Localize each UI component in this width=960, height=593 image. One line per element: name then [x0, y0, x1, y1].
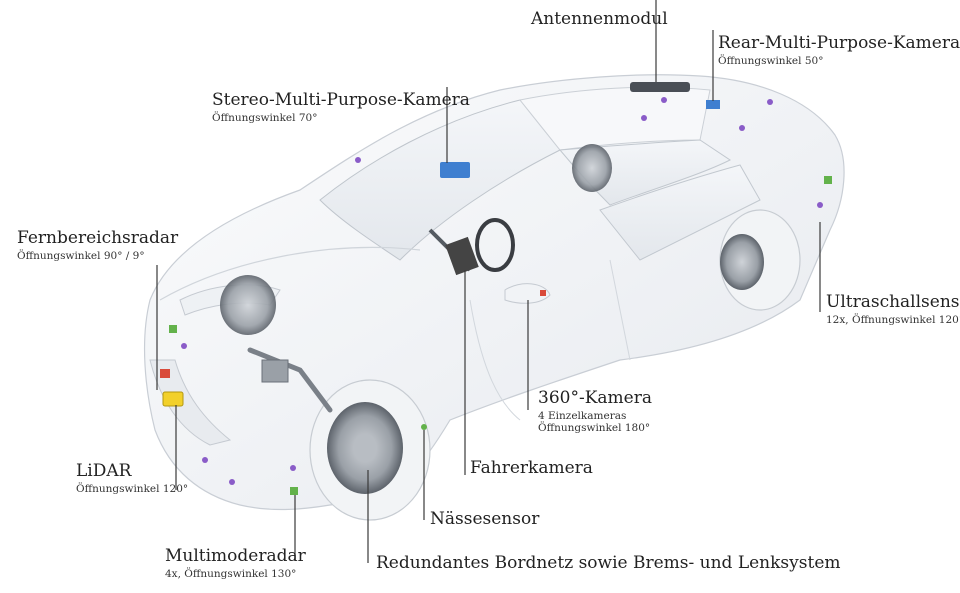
label-subtitle: 12x, Öffnungswinkel 120°: [826, 313, 960, 326]
label-title: Fernbereichsradar: [17, 228, 179, 248]
car-body: [143, 74, 845, 511]
ultrasonic-sensors: [181, 97, 823, 485]
label-multimoderadar: Multimoderadar 4x, Öffnungswinkel 130°: [165, 547, 306, 580]
label-title: Rear-Multi-Purpose-Kamera: [718, 33, 960, 53]
label-subtitle: Öffnungswinkel 120°: [76, 482, 189, 495]
label-stereo-kamera: Stereo-Multi-Purpose-Kamera Öffnungswink…: [212, 91, 470, 124]
label-title: Stereo-Multi-Purpose-Kamera: [212, 90, 470, 110]
front-left-brake-disc: [220, 275, 276, 335]
label-title: Nässesensor: [430, 509, 540, 529]
label-360-kamera: 360°-Kamera 4 Einzelkameras Öffnungswink…: [538, 389, 652, 435]
label-title: 360°-Kamera: [538, 388, 652, 408]
front-wheel: [309, 379, 431, 521]
label-bordnetz: Redundantes Bordnetz sowie Brems- und Le…: [376, 554, 841, 573]
label-subtitle: Öffnungswinkel 90° / 9°: [17, 249, 145, 262]
multimoderadar-sensor: [290, 176, 832, 495]
label-fernbereichsradar: Fernbereichsradar Öffnungswinkel 90° / 9…: [17, 229, 178, 262]
label-title: Redundantes Bordnetz sowie Brems- und Le…: [376, 553, 841, 573]
radar-sensor-red: [160, 369, 170, 378]
label-subtitle-2: Öffnungswinkel 180°: [538, 422, 651, 435]
label-ultraschallsensor: Ultraschallsensor 12x, Öffnungswinkel 12…: [826, 293, 960, 326]
label-lidar: LiDAR Öffnungswinkel 120°: [76, 462, 188, 495]
label-antennenmodul: Antennenmodul: [531, 10, 668, 29]
label-subtitle: Öffnungswinkel 50°: [718, 54, 824, 67]
wetness-sensor: [421, 424, 427, 430]
stereo-camera-sensor: [440, 162, 470, 178]
label-title: Fahrerkamera: [470, 458, 593, 478]
antenna-module: [630, 82, 690, 92]
label-title: LiDAR: [76, 461, 132, 481]
mirror-360-camera: [504, 283, 551, 304]
label-subtitle: 4x, Öffnungswinkel 130°: [165, 567, 297, 580]
label-title: Antennenmodul: [531, 9, 668, 29]
lidar-sensor: [162, 391, 184, 407]
label-fahrerkamera: Fahrerkamera: [470, 459, 593, 478]
fernbereichsradar-sensor: [169, 325, 177, 333]
label-rear-kamera: Rear-Multi-Purpose-Kamera Öffnungswinkel…: [718, 34, 960, 67]
rear-right-brake-disc: [572, 144, 612, 192]
label-title: Multimoderadar: [165, 546, 306, 566]
label-title: Ultraschallsensor: [826, 292, 960, 312]
label-subtitle: Öffnungswinkel 70°: [212, 111, 318, 124]
rear-camera-sensor: [706, 100, 720, 109]
leader-lines: [156, 0, 821, 563]
rear-wheel: [719, 209, 801, 311]
steering-system: [247, 218, 515, 413]
label-subtitle: 4 Einzelkameras: [538, 409, 627, 422]
label-naessesensor: Nässesensor: [430, 510, 539, 529]
